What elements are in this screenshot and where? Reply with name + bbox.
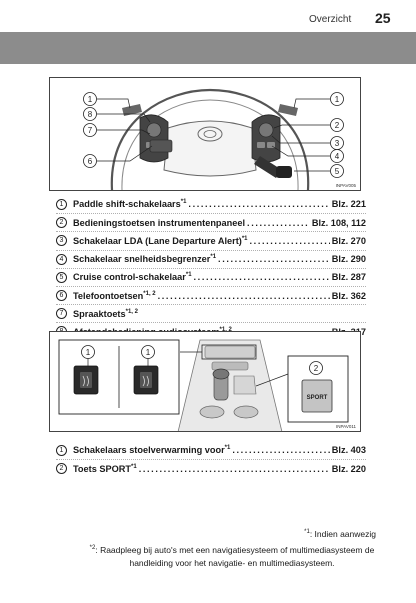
list-item: 2 Toets SPORT*1 Blz. 220: [56, 459, 366, 477]
list-item: 6 Telefoontoetsen*1, 2 Blz. 362: [56, 285, 366, 304]
callout-label: 7: [88, 126, 93, 135]
item-number: 1: [56, 198, 67, 210]
list-item: 1 Schakelaars stoelverwarming voor*1 Blz…: [56, 441, 366, 459]
item-label: Schakelaar LDA (Lane Departure Alert): [73, 235, 242, 246]
item-number: 6: [56, 290, 67, 302]
item-label: Bedieningstoetsen instrumentenpaneel: [73, 217, 246, 228]
item-label: Schakelaars stoelverwarming voor: [73, 445, 225, 456]
leader-dots: [218, 254, 330, 264]
item-footnote-mark: *1: [131, 463, 137, 470]
item-label: Telefoontoetsen: [73, 290, 144, 301]
footnote-mark: *1: [304, 529, 310, 536]
footnote-text: : Raadpleeg bij auto's met een navigatie…: [95, 545, 375, 568]
item-label: Cruise control-schakelaar: [73, 272, 186, 283]
page-number: 25: [375, 10, 391, 26]
item-footnote-mark: *1: [180, 199, 187, 206]
callouts-right: 1 2 3 4 5: [330, 92, 344, 178]
list-item: 3 Schakelaar LDA (Lane Departure Alert)*…: [56, 231, 366, 249]
center-console-illustration: 1 1 2 SPORT: [58, 339, 349, 431]
item-label: Paddle shift-schakelaars: [73, 199, 181, 210]
leader-dots: [232, 445, 329, 455]
item-footnote-mark: *1: [185, 272, 192, 279]
console-controls-list: 1 Schakelaars stoelverwarming voor*1 Blz…: [56, 441, 366, 477]
item-number: 3: [56, 235, 67, 247]
leader-dots: [188, 199, 329, 209]
figure-code: INPAV005: [335, 183, 356, 188]
callout-label: 1: [86, 348, 91, 357]
list-item: 4 Schakelaar snelheidsbegrenzer*1 Blz. 2…: [56, 249, 366, 268]
page-reference: Blz. 362: [331, 290, 366, 301]
item-footnote-mark: *1: [241, 235, 248, 242]
item-label: Toets SPORT: [73, 463, 132, 474]
steering-controls-list: 1 Paddle shift-schakelaars*1 Blz. 221 2 …: [56, 195, 366, 341]
footnote-1: *1: Indien aanwezig: [304, 529, 376, 539]
item-number: 2: [56, 463, 67, 475]
center-console-figure: 1 1 2 SPORT INPAV011: [49, 331, 361, 432]
page-reference: Blz. 220: [331, 463, 366, 474]
header-band: [0, 32, 416, 64]
sport-button-label: SPORT: [307, 395, 328, 401]
page-reference: Blz. 403: [331, 445, 366, 456]
item-footnote-mark: *1: [210, 254, 217, 261]
item-footnote-mark: *1, 2: [143, 290, 156, 297]
item-label: Schakelaar snelheidsbegrenzer: [73, 254, 211, 265]
callout-label: 4: [335, 152, 340, 161]
callout-label: 6: [88, 157, 93, 166]
callout-label: 1: [335, 95, 340, 104]
callout-label: 8: [88, 110, 93, 119]
item-label: Spraaktoets: [73, 308, 126, 319]
leader-dots: [158, 291, 330, 301]
callout-label: 5: [335, 167, 340, 176]
page-reference: Blz. 270: [331, 235, 366, 246]
figure-code: INPAV011: [335, 424, 356, 429]
footnote-text: : Indien aanwezig: [309, 529, 376, 539]
steering-wheel-illustration: 1 8 7 6 1 2 3 4 5: [83, 88, 344, 190]
footnote-mark: *2: [89, 545, 96, 552]
list-item: 1 Paddle shift-schakelaars*1 Blz. 221: [56, 195, 366, 213]
page-reference: Blz. 290: [331, 254, 366, 265]
list-item: 5 Cruise control-schakelaar*1 Blz. 287: [56, 267, 366, 286]
callouts-left: 1 8 7 6: [83, 92, 97, 168]
item-number: 4: [56, 253, 67, 265]
item-number: 5: [56, 271, 67, 283]
item-number: 7: [56, 308, 67, 320]
steering-wheel-figure: 1 8 7 6 1 2 3 4 5 INPAV005: [49, 77, 361, 191]
item-footnote-mark: *1: [224, 445, 231, 452]
leader-dots: [247, 218, 310, 228]
item-number: 2: [56, 217, 67, 229]
footnote-2: *2: Raadpleeg bij auto's met een navigat…: [86, 544, 378, 570]
callout-label: 3: [335, 139, 340, 148]
leader-dots: [139, 464, 330, 474]
leader-dots: [194, 272, 330, 282]
leader-dots: [250, 236, 330, 246]
section-title: Overzicht: [309, 14, 352, 25]
item-footnote-mark: *1, 2: [125, 308, 138, 315]
callout-label: 2: [314, 364, 319, 373]
page-reference: Blz. 108, 112: [311, 217, 366, 228]
callout-label: 1: [88, 95, 93, 104]
page-reference: Blz. 287: [331, 272, 366, 283]
callout-label: 1: [146, 348, 151, 357]
item-number: 1: [56, 444, 67, 456]
list-item: 2 Bedieningstoetsen instrumentenpaneel B…: [56, 213, 366, 231]
list-item: 7 Spraaktoets*1, 2: [56, 304, 366, 322]
callout-label: 2: [335, 121, 340, 130]
page-reference: Blz. 221: [331, 199, 366, 210]
item-footnote-mark: *1, 2: [219, 326, 232, 333]
